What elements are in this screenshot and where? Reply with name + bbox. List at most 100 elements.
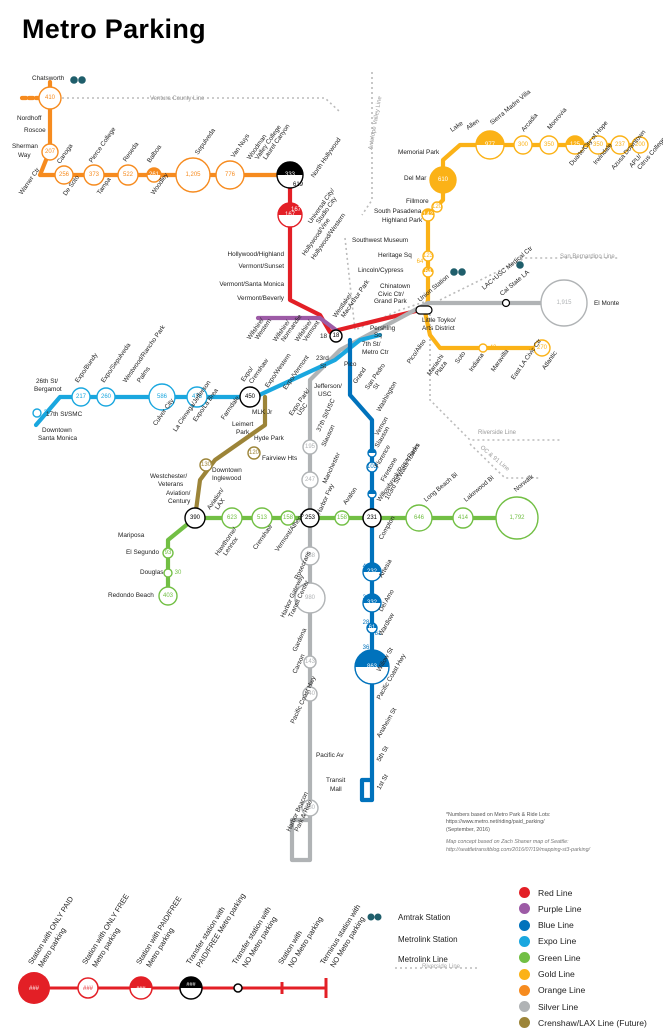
station-label: Pacific Av — [316, 752, 344, 759]
station-count: 123 — [423, 253, 434, 259]
station-circle — [41, 143, 59, 161]
station-label: Allen — [465, 117, 481, 131]
station-vermontathens: 158 — [280, 510, 296, 526]
metrolink-badge-icon — [516, 261, 524, 269]
station-circle — [175, 157, 211, 193]
line-legend-item: Crenshaw/LAX Line (Future) — [519, 1017, 647, 1028]
note-line-1: *Numbers based on Metro Park & Ride Lots… — [446, 812, 551, 818]
station-count: 280 — [305, 805, 316, 811]
station-label: Nordhoff — [17, 115, 42, 122]
line-color-swatch-icon — [519, 935, 530, 947]
station-compton: 232 — [362, 562, 382, 582]
station-label: Memorial Park — [398, 149, 440, 156]
san-bernardino-line-label: San Bernardino Line — [560, 254, 615, 260]
station-wardlow: 61 — [366, 622, 378, 634]
station-half-fill — [367, 623, 377, 628]
station-count: 522 — [123, 172, 134, 178]
line-color-swatch-icon — [519, 919, 530, 931]
station-circle — [32, 408, 42, 418]
station-chatsworth: 410 — [38, 86, 62, 110]
station-count: 231 — [367, 515, 378, 521]
station-half-fill — [147, 168, 161, 175]
line-legend-item: Orange Line — [519, 984, 585, 996]
station-avalon: 158 — [334, 510, 350, 526]
silver-line-path — [289, 300, 563, 863]
line-legend-item: Expo Line — [519, 935, 576, 947]
line-legend-label: Purple Line — [538, 903, 582, 914]
station-circle — [452, 507, 474, 529]
station-label: Pico/Aliso — [406, 338, 428, 365]
station-label: Inglewood — [212, 475, 242, 482]
legend-paid-icon — [18, 972, 50, 1004]
station-label: Transit — [326, 777, 346, 784]
station-count: 403 — [163, 593, 174, 599]
station-label: Santa Monica — [38, 435, 78, 442]
station-label: Hyde Park — [254, 435, 285, 442]
station-label: Redondo Beach — [108, 592, 154, 599]
line-legend-label: Crenshaw/LAX Line (Future) — [538, 1017, 647, 1028]
station-label: El Segundo — [126, 549, 159, 556]
station-count: 200 — [635, 142, 646, 148]
line-legend-item: Gold Line — [519, 968, 575, 980]
station-label: Arcadia — [520, 112, 540, 133]
note-line-3: (September, 2016) — [446, 826, 490, 833]
station-arcadia: 300 — [513, 135, 533, 155]
note-line-4: Map concept based on Zach Shaner map of … — [446, 839, 569, 846]
station-count: 450 — [245, 394, 256, 400]
station-label: East LA Civic Ctr — [510, 337, 544, 381]
station-beacon: 280 — [301, 799, 319, 817]
station-count: 1,915 — [556, 300, 572, 306]
line-legend-label: Red Line — [538, 887, 573, 898]
line-color-swatch-icon — [519, 1001, 530, 1013]
station-count: 158 — [337, 515, 348, 521]
station-circle — [247, 446, 261, 460]
station-redondo: 403 — [158, 586, 178, 606]
station-rosecrans: 338 — [300, 546, 320, 566]
station-label: Aviation/ — [166, 490, 191, 497]
station-circle — [422, 250, 434, 262]
station-count-secondary: 40 — [363, 564, 370, 570]
station-count: 333 — [285, 172, 296, 178]
station-circle — [38, 86, 62, 110]
station-half-fill — [363, 563, 381, 572]
station-count: 390 — [190, 515, 201, 521]
station-label: 1st St — [376, 773, 390, 791]
station-label: 5th St — [376, 745, 391, 763]
station-label: Veterans — [158, 481, 183, 488]
station-label: Expo/Bundy — [74, 351, 100, 384]
line-color-swatch-icon — [519, 1017, 530, 1028]
station-manchester: 247 — [301, 471, 319, 489]
station-label: Balboa — [146, 143, 163, 164]
legend-am-badge — [374, 913, 382, 921]
station-heritage: 123 — [422, 250, 434, 262]
station-count: 130 — [201, 462, 212, 468]
station-circle — [540, 279, 588, 327]
station-count: 18 — [333, 333, 340, 339]
station-circle — [301, 471, 319, 489]
metrolink-station-legend: Metrolink Station — [398, 935, 458, 944]
station-fairview: 120 — [247, 446, 261, 460]
station-count: 256 — [59, 172, 70, 178]
line-legend-item: Green Line — [519, 952, 581, 964]
legend-paidfree-hash: ### — [136, 986, 146, 992]
station-circle — [478, 343, 488, 353]
station-count-secondary: 660 — [285, 222, 296, 228]
station-circle — [294, 582, 326, 614]
station-circle — [215, 160, 245, 190]
station-label: Anaheim St — [376, 707, 399, 739]
station-sepulveda: 1,205 — [175, 157, 211, 193]
crenshaw-line-path — [192, 394, 268, 521]
station-circle — [162, 547, 174, 559]
station-cienega: 476 — [186, 386, 208, 408]
station-count: 12 — [379, 450, 386, 456]
station-label: Sherman — [12, 143, 38, 150]
station-label: Hollywood/Highland — [228, 251, 285, 258]
station-highland: 142 — [421, 208, 435, 222]
station-half-fill — [368, 490, 376, 494]
station-label: St — [372, 382, 381, 391]
line-color-swatch-icon — [519, 984, 530, 996]
station-circle — [405, 504, 433, 532]
station-aviation: 390 — [184, 507, 206, 529]
station-azusa: 237 — [610, 135, 630, 155]
station-label: Downtown — [42, 427, 72, 434]
